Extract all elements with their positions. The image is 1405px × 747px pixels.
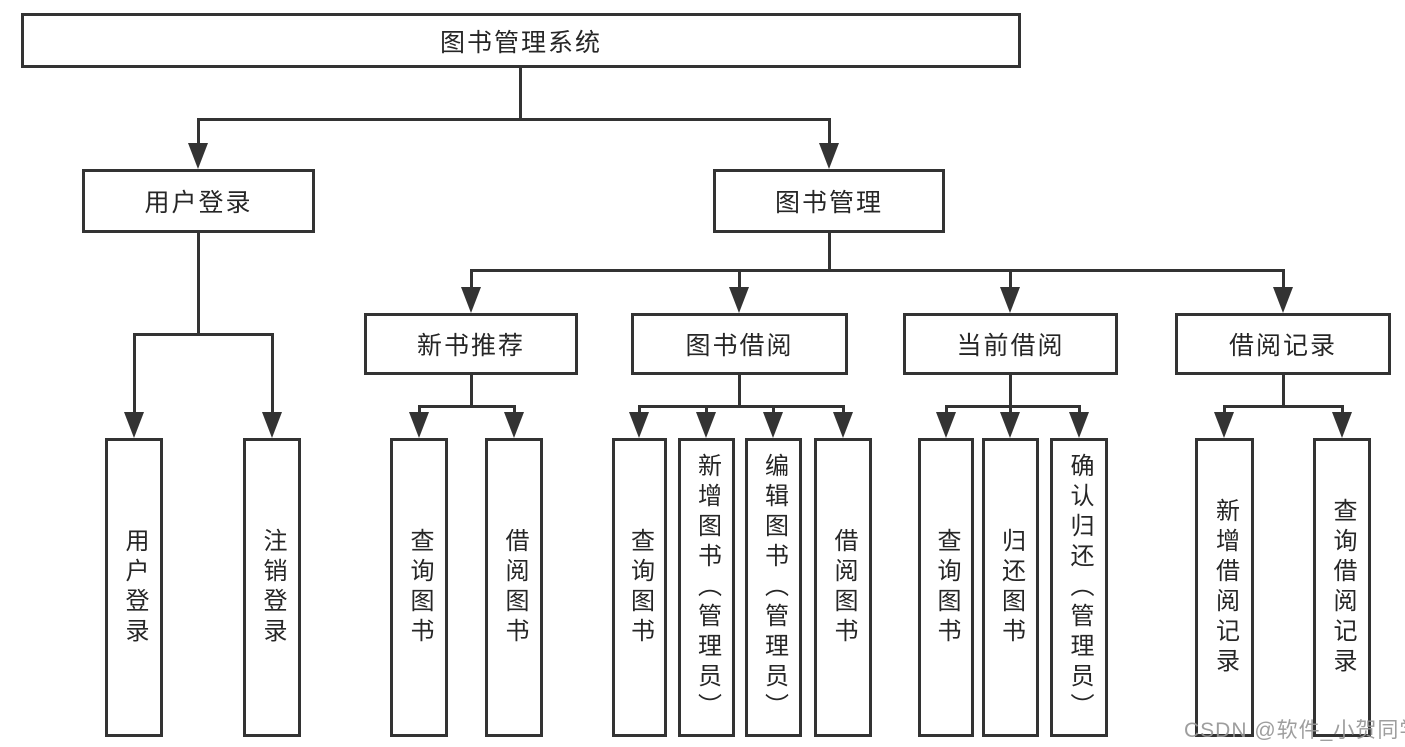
arrow-down-icon bbox=[409, 412, 429, 438]
arrow-down-icon bbox=[1332, 412, 1352, 438]
connector-line bbox=[418, 405, 421, 415]
connector-line bbox=[705, 405, 708, 415]
node-book-borrow: 图书借阅 bbox=[631, 313, 848, 375]
node-book-management: 图书管理 bbox=[713, 169, 945, 233]
node-root: 图书管理系统 bbox=[21, 13, 1021, 68]
arrow-down-icon bbox=[936, 412, 956, 438]
connector-line bbox=[197, 118, 200, 146]
leaf-borrow-add-books-admin: 新增图书（管理员） bbox=[678, 438, 735, 737]
arrow-down-icon bbox=[124, 412, 144, 438]
connector-line bbox=[470, 269, 473, 289]
leaf-borrow-edit-books-admin: 编辑图书（管理员） bbox=[745, 438, 802, 737]
connector-line bbox=[738, 269, 741, 289]
connector-line bbox=[1341, 405, 1344, 415]
arrow-down-icon bbox=[629, 412, 649, 438]
leaf-borrow-borrow-books: 借阅图书 bbox=[814, 438, 872, 737]
connector-line bbox=[418, 405, 516, 408]
connector-line bbox=[513, 405, 516, 415]
leaf-current-confirm-return-admin: 确认归还（管理员） bbox=[1050, 438, 1108, 737]
connector-line bbox=[1282, 269, 1285, 289]
arrow-down-icon bbox=[1214, 412, 1234, 438]
connector-line bbox=[1009, 375, 1012, 408]
connector-line bbox=[738, 375, 741, 408]
connector-line bbox=[197, 233, 200, 336]
leaf-borrow-query-books: 查询图书 bbox=[612, 438, 667, 737]
connector-line bbox=[638, 405, 844, 408]
arrow-down-icon bbox=[188, 143, 208, 169]
watermark: CSDN @软件_小贺同学 bbox=[1184, 719, 1405, 742]
leaf-current-return-books: 归还图书 bbox=[982, 438, 1039, 737]
leaf-records-add-record: 新增借阅记录 bbox=[1195, 438, 1254, 737]
connector-line bbox=[638, 405, 641, 415]
leaf-records-query-record: 查询借阅记录 bbox=[1313, 438, 1371, 737]
arrow-down-icon bbox=[504, 412, 524, 438]
leaf-logout: 注销登录 bbox=[243, 438, 301, 737]
connector-line bbox=[828, 233, 831, 272]
connector-line bbox=[470, 269, 1285, 272]
arrow-down-icon bbox=[729, 287, 749, 313]
connector-line bbox=[828, 118, 831, 146]
node-current-borrow: 当前借阅 bbox=[903, 313, 1118, 375]
leaf-newbook-query-books: 查询图书 bbox=[390, 438, 448, 737]
connector-line bbox=[133, 333, 274, 336]
connector-line bbox=[1282, 375, 1285, 408]
node-new-book-recommend: 新书推荐 bbox=[364, 313, 578, 375]
arrow-down-icon bbox=[1069, 412, 1089, 438]
arrow-down-icon bbox=[833, 412, 853, 438]
leaf-user-login: 用户登录 bbox=[105, 438, 163, 737]
node-user-login: 用户登录 bbox=[82, 169, 315, 233]
connector-line bbox=[945, 405, 1080, 408]
arrow-down-icon bbox=[262, 412, 282, 438]
arrow-down-icon bbox=[461, 287, 481, 313]
connector-line bbox=[197, 118, 831, 121]
arrow-down-icon bbox=[696, 412, 716, 438]
connector-line bbox=[470, 375, 473, 408]
leaf-newbook-borrow-books: 借阅图书 bbox=[485, 438, 543, 737]
arrow-down-icon bbox=[1273, 287, 1293, 313]
connector-line bbox=[772, 405, 775, 415]
connector-line bbox=[519, 68, 522, 120]
leaf-current-query-books: 查询图书 bbox=[918, 438, 974, 737]
connector-line bbox=[1223, 405, 1226, 415]
connector-line bbox=[1078, 405, 1081, 415]
connector-line bbox=[1009, 269, 1012, 289]
connector-line bbox=[133, 333, 136, 413]
node-borrow-records: 借阅记录 bbox=[1175, 313, 1391, 375]
connector-line bbox=[1009, 405, 1012, 415]
connector-line bbox=[842, 405, 845, 415]
arrow-down-icon bbox=[819, 143, 839, 169]
arrow-down-icon bbox=[1000, 287, 1020, 313]
arrow-down-icon bbox=[763, 412, 783, 438]
connector-line bbox=[1223, 405, 1344, 408]
arrow-down-icon bbox=[1000, 412, 1020, 438]
connector-line bbox=[945, 405, 948, 415]
connector-line bbox=[271, 333, 274, 413]
